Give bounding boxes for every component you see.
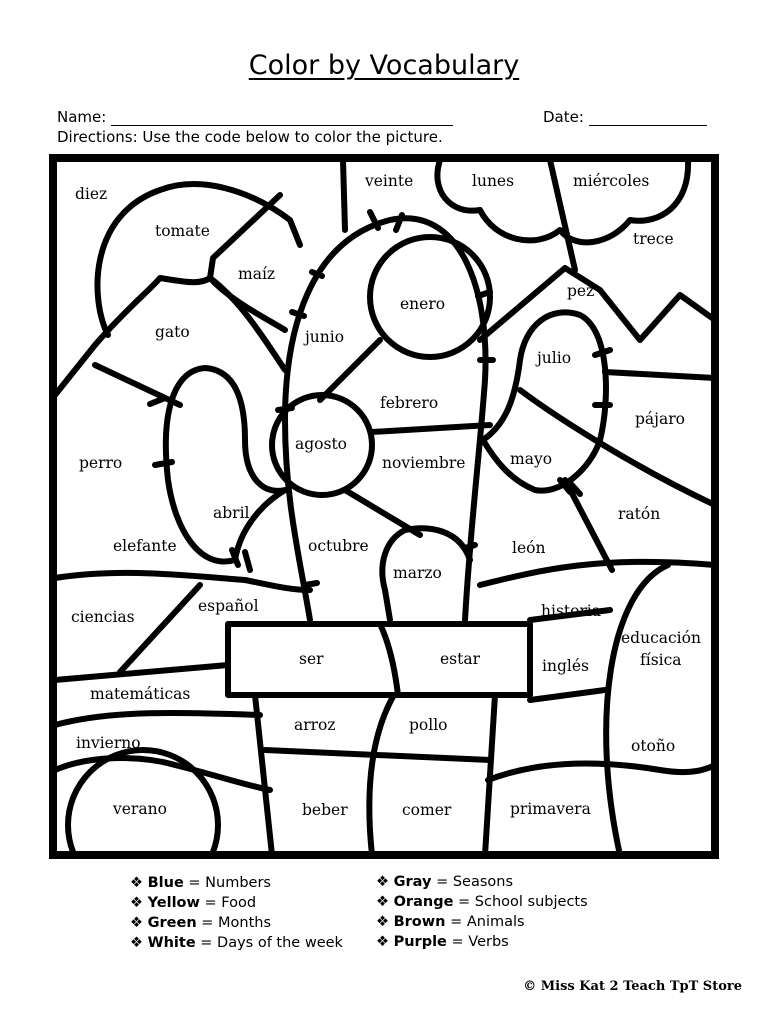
word-febrero: febrero — [380, 394, 438, 412]
word-primavera: primavera — [510, 800, 591, 818]
word-diez: diez — [75, 185, 107, 203]
key-item: ❖ Blue = Numbers — [130, 875, 271, 891]
historia-line — [527, 607, 613, 623]
word-perro: perro — [79, 454, 122, 472]
hill-divider-1 — [207, 192, 283, 281]
word-raton: ratón — [618, 505, 660, 523]
name-line: Name: — [57, 108, 454, 126]
word-trece: trece — [633, 230, 674, 248]
word-fisica: física — [640, 651, 682, 669]
word-gato: gato — [155, 323, 190, 341]
rim-divider — [377, 621, 401, 698]
word-espanol: español — [198, 597, 259, 615]
word-matematicas: matemáticas — [90, 685, 190, 703]
word-otono: otoño — [631, 737, 675, 755]
word-historia: historia — [541, 602, 601, 620]
word-leon: león — [512, 539, 545, 557]
otono-primavera-line — [485, 760, 715, 783]
key-item: ❖ Orange = School subjects — [376, 894, 588, 910]
word-agosto: agosto — [295, 435, 347, 453]
page-title: Color by Vocabulary — [248, 50, 520, 81]
cloud-outline — [434, 158, 692, 246]
word-veinte: veinte — [364, 172, 413, 190]
name-label: Name: — [57, 108, 107, 126]
word-noviembre: noviembre — [382, 454, 465, 472]
word-estar: estar — [440, 650, 481, 668]
date-field[interactable] — [588, 110, 707, 126]
key-item: ❖ Yellow = Food — [130, 895, 257, 911]
word-lunes: lunes — [472, 172, 514, 190]
word-ciencias: ciencias — [71, 608, 135, 626]
julio-pajaro-line — [602, 369, 715, 381]
word-elefante: elefante — [113, 537, 177, 555]
word-arroz: arroz — [294, 716, 336, 734]
key-item: ❖ Gray = Seasons — [376, 874, 514, 890]
key-item: ❖ Green = Months — [130, 915, 272, 931]
invierno-line — [53, 709, 263, 728]
color-key-right: ❖ Gray = Seasons ❖ Orange = School subje… — [376, 872, 588, 952]
word-marzo: marzo — [393, 564, 442, 582]
word-verano: verano — [112, 800, 167, 818]
noviembre-octubre-line — [342, 487, 423, 538]
cloud-left-line — [340, 158, 348, 233]
date-line: Date: — [543, 108, 707, 126]
cactus-right-arm — [480, 309, 609, 494]
hill-outline — [94, 181, 303, 338]
word-pajaro: pájaro — [635, 410, 685, 428]
word-maiz: maíz — [238, 265, 275, 283]
word-abril: abril — [213, 504, 250, 522]
junio-febrero-line — [317, 337, 383, 403]
educacion-outline — [603, 562, 671, 855]
word-octubre: octubre — [308, 537, 369, 555]
word-beber: beber — [302, 801, 348, 819]
key-item: ❖ Purple = Verbs — [376, 934, 509, 950]
hill-divider-4 — [207, 275, 288, 373]
cactus-spines — [147, 209, 613, 588]
word-educacion: educación — [621, 629, 701, 647]
pot-rim — [225, 621, 533, 698]
word-invierno: invierno — [76, 734, 141, 752]
word-julio: julio — [535, 349, 571, 367]
invierno-verano-line — [53, 755, 273, 793]
pot-right — [482, 692, 498, 855]
copyright-text: © Miss Kat 2 Teach TpT Store — [523, 979, 742, 994]
leon-historia-line — [477, 558, 715, 588]
marzo-shape — [379, 525, 473, 623]
elefante-ciencias-line — [53, 569, 313, 593]
word-tomate: tomate — [155, 222, 210, 240]
directions-text: Directions: Use the code below to color … — [57, 128, 443, 146]
key-item: ❖ Brown = Animals — [376, 914, 525, 930]
word-pollo: pollo — [409, 716, 448, 734]
cloud-divider — [547, 158, 578, 273]
word-junio: junio — [303, 328, 344, 346]
pot-left — [252, 692, 275, 855]
leon-raton-line — [562, 477, 615, 573]
ciencias-espanol-line — [117, 582, 203, 675]
color-key-left: ❖ Blue = Numbers ❖ Yellow = Food ❖ Green… — [130, 873, 343, 953]
word-ingles: inglés — [542, 657, 589, 675]
verano-circle — [65, 747, 221, 855]
word-comer: comer — [402, 801, 452, 819]
word-ser: ser — [299, 650, 324, 668]
word-miercoles: miércoles — [573, 172, 649, 190]
date-label: Date: — [543, 108, 584, 126]
matematicas-line — [53, 662, 231, 683]
febrero-noviembre-line — [369, 422, 493, 435]
cactus-left-arm — [162, 365, 288, 565]
pot-divider — [262, 747, 493, 763]
mountain-outline — [477, 265, 715, 343]
key-item: ❖ White = Days of the week — [130, 935, 343, 951]
word-enero: enero — [400, 295, 445, 313]
word-pez: pez — [567, 282, 594, 300]
name-field[interactable] — [111, 110, 454, 126]
hill-divider-3 — [53, 275, 213, 398]
picture-frame — [49, 154, 719, 859]
mayo-raton-line — [517, 387, 715, 508]
enero-circle — [367, 234, 493, 360]
ingles-line — [527, 687, 608, 703]
word-mayo: mayo — [510, 450, 552, 468]
